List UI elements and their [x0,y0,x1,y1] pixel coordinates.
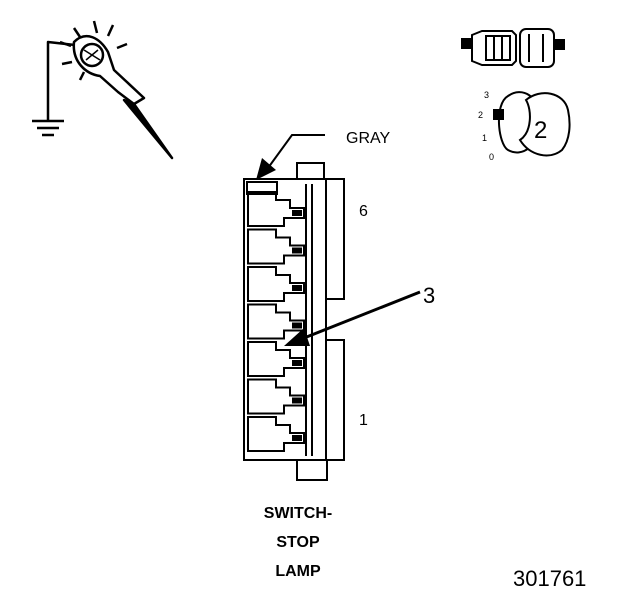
terminal-icon [461,28,565,68]
component-label-line-1: SWITCH- [264,505,332,522]
terminal-cavity [247,378,305,415]
pin-6-label: 6 [359,203,368,220]
key-icon: 2 3 2 1 0 [478,90,571,162]
terminal-cavity [247,191,305,227]
terminal-pin [292,322,302,329]
wire-color-label: GRAY [346,130,390,147]
component-label-line-2: STOP [276,534,320,551]
terminal-pin [292,247,302,254]
terminal-cavity [247,416,305,452]
terminal-pin [292,210,302,216]
terminal-cavities [247,191,305,452]
terminal-cavity [247,341,305,377]
component-label-line-3: LAMP [275,563,321,580]
terminal-pin [292,285,302,291]
terminal-pin [292,435,302,441]
wire-color-leader [256,134,325,180]
callout-3-label: 3 [423,283,435,308]
terminal-cavity [247,303,305,340]
key-number: 2 [534,117,547,144]
terminal-pin [292,360,302,366]
key-scale-3: 3 [484,90,489,100]
key-scale-0: 0 [489,152,494,162]
connector-body [243,162,345,481]
test-probe-icon [32,20,174,160]
pin-1-label: 1 [359,412,368,429]
terminal-cavity [247,266,305,302]
callout-3-arrow [284,290,421,346]
figure-number: 301761 [513,566,586,591]
terminal-cavity [247,228,305,265]
terminal-pin [292,397,302,404]
key-scale-2: 2 [478,110,483,120]
key-scale-1: 1 [482,133,487,143]
